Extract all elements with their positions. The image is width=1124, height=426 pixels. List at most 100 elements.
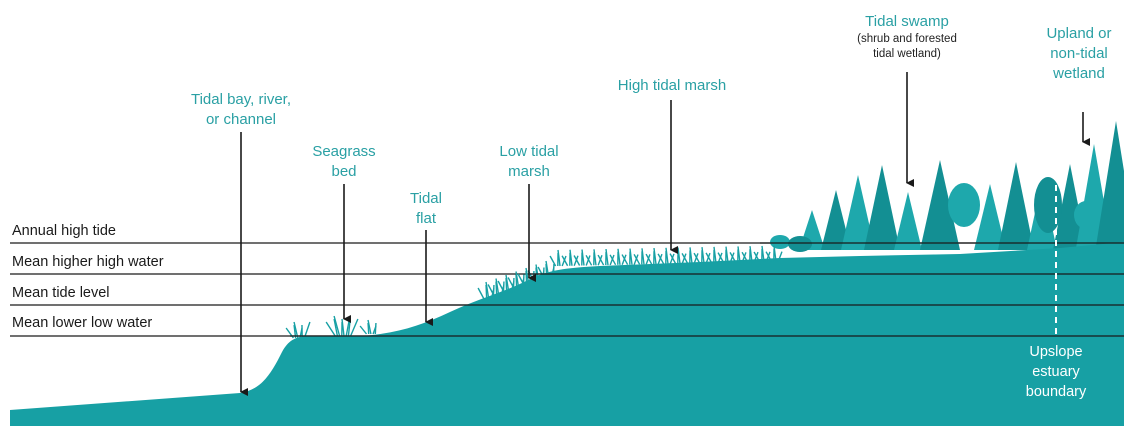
shrub-shape [1034,177,1062,233]
grass-blade [653,247,657,265]
grass-blade [495,278,500,297]
grass-blade [359,325,368,335]
grass-blade [705,252,713,264]
grass-blade [515,274,518,290]
shrub-shape [948,183,980,227]
grass-blade [495,281,498,297]
grass-blade [374,322,377,335]
tree-shape [864,165,900,250]
grass-blade [585,254,593,266]
grass-blade [293,321,299,339]
grass-blade [741,251,749,263]
grass-blade [502,281,505,297]
grass-blade [597,254,605,266]
grass-blade [597,255,603,266]
grass-blade [729,252,735,263]
grass-blade [542,267,545,283]
grass-blade [609,254,615,266]
zone-label-seagrass: Seagrass bed [312,143,376,180]
grass-blade [753,251,761,263]
grass-blade [737,246,741,263]
grass-blade [505,274,510,294]
grass-blade [545,260,550,280]
tide-lines-front [290,242,1124,337]
tide-label-mean-higher-high: Mean higher high water [12,254,164,270]
grass-blade [492,284,495,301]
grass-blade [621,254,629,265]
grass-blade [535,267,538,283]
shrub-shape [770,235,790,249]
grass-blade [773,245,777,262]
grass-blade [645,254,651,265]
grass-blade [561,255,569,267]
grass-blade [753,251,759,263]
forest-vegetation [770,121,1124,252]
grass-blade [693,253,699,264]
tide-label-annual-high: Annual high tide [12,223,116,239]
zone-label-upland: Upland or non-tidal wetland [1046,25,1112,82]
grass-blade [333,315,341,337]
zone-label-swamp: Tidal swamp [865,13,949,30]
tree-shape [998,162,1034,250]
grass-blade [713,246,717,263]
grass-blade [367,322,370,335]
grass-blade [677,247,681,264]
grass-blade [681,253,689,264]
zone-label-swamp-note: (shrub and forested tidal wetland) [857,33,957,60]
grass-blade [525,270,528,287]
terrain-profile [10,242,1124,426]
tree-shape [841,175,875,250]
grass-blade [525,267,530,287]
grass-blade [681,253,687,264]
grass-blade [717,252,723,264]
grass-blade [512,277,515,294]
upslope-boundary-label: Upslope estuary boundary [1025,344,1087,400]
grass-blade [729,252,737,263]
grass-blade [522,274,525,290]
grass-blade [497,280,506,294]
tree-shape [1096,121,1124,246]
grass-blade [549,255,557,267]
grass-blade [701,247,705,264]
pointer-arrows [240,72,1090,396]
grass-blade [333,318,339,337]
tide-label-mean-lower-low: Mean lower low water [12,315,153,331]
grass-blade [765,251,771,263]
grass-blade [585,255,591,266]
grass-blade [573,255,579,267]
grass-blade [761,245,765,263]
tree-shape [894,192,922,250]
grass-blade [517,273,526,287]
grass-blade [515,271,520,290]
grass-blade [633,253,641,265]
shrub-shape [1074,201,1098,229]
tree-shape [920,160,960,250]
grass-blade [617,248,621,265]
grass-blade [633,254,639,265]
grass-blade [485,281,490,301]
grass-blade [705,252,711,264]
grass-blade [325,321,336,337]
grass-blade [665,247,669,264]
grass-blade [641,248,645,265]
grass-blade [765,251,773,263]
grass-blade [507,277,516,290]
grass-blade [557,249,561,267]
grass-blade [347,321,351,337]
grass-blade [689,247,693,264]
grass-blade [367,319,372,335]
grass-blade [657,253,663,265]
grass-blade [593,249,597,266]
grass-blade [487,284,496,297]
zone-label-bay: Tidal bay, river, or channel [190,91,292,128]
grass-blade [629,248,633,265]
tree-shape [974,184,1006,250]
grass-blade [552,263,555,280]
zone-label-low-marsh: Low tidal marsh [499,143,559,180]
shrub-shape [788,236,812,252]
grass-blade [545,263,548,280]
grass-blade [777,251,783,262]
grass-blade [505,277,508,294]
grass-blade [537,266,546,280]
grass-blade [725,246,729,263]
